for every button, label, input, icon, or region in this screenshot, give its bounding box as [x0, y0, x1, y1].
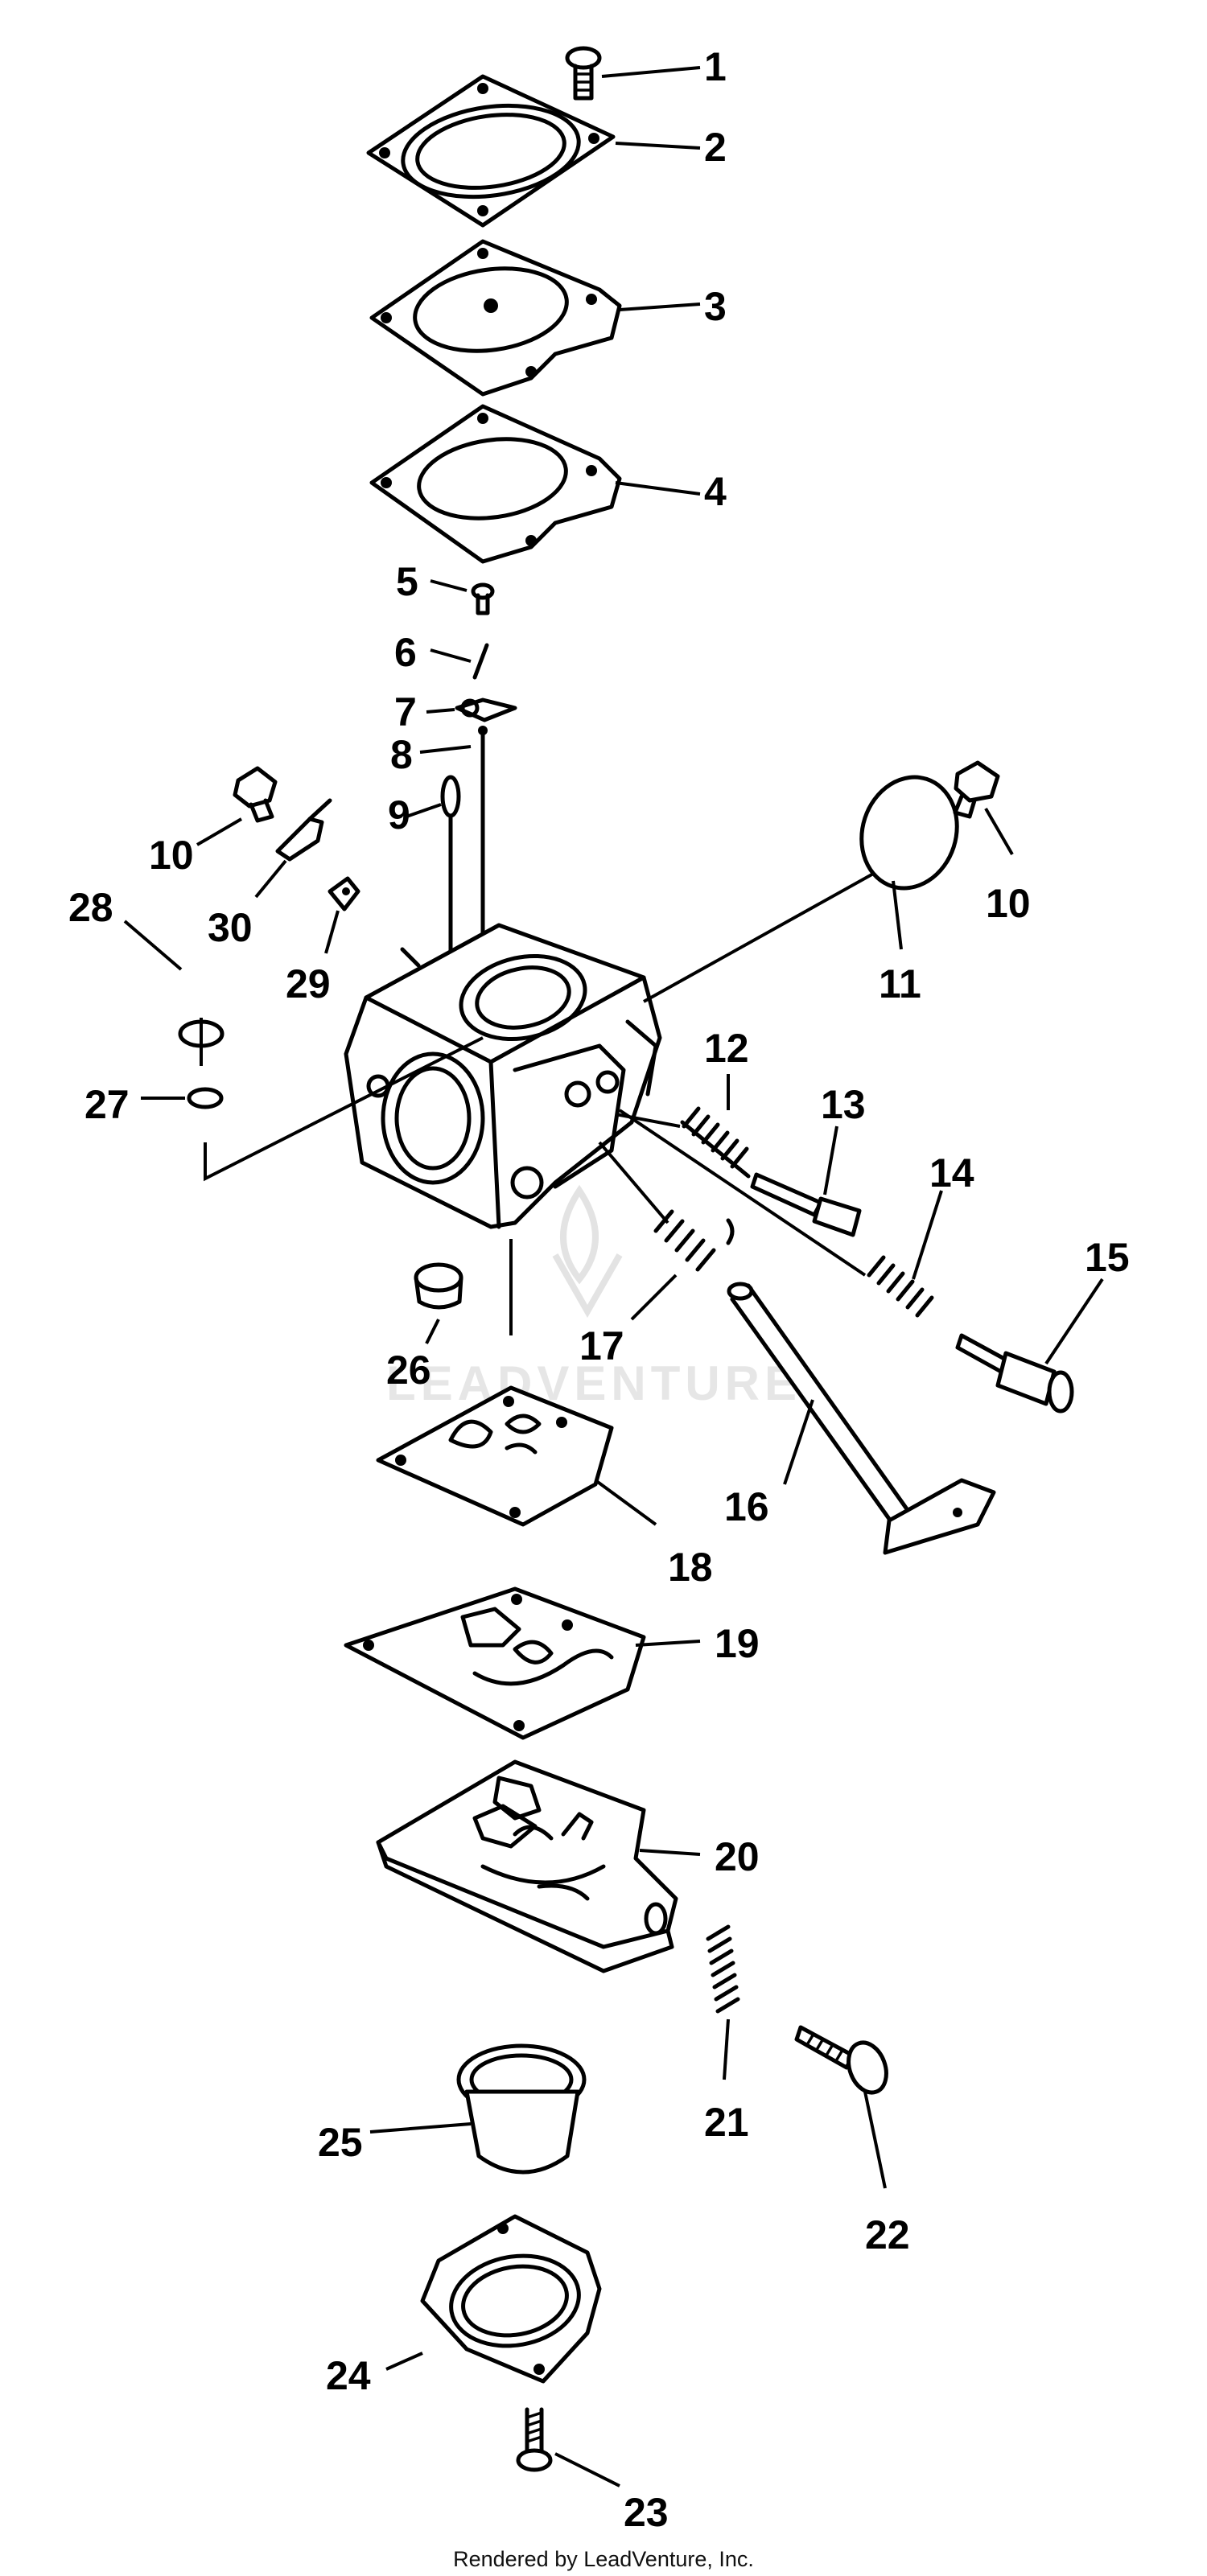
watermark: LEADVENTURE	[386, 1184, 801, 1410]
callout-11: 11	[879, 961, 921, 1006]
part-24-gasket	[385, 2214, 602, 2384]
part-21-spring	[706, 1924, 740, 2080]
part-25-cup	[369, 2043, 587, 2175]
callout-24: 24	[326, 2353, 371, 2398]
watermark-text: LEADVENTURE	[386, 1356, 801, 1410]
callout-6: 6	[394, 630, 417, 675]
callout-3: 3	[704, 284, 727, 329]
callout-7: 7	[394, 689, 417, 735]
part-7-lever	[426, 697, 517, 722]
part-23-screw	[516, 2407, 620, 2488]
part-15-needle-screw	[955, 1278, 1104, 1414]
part-30-clip	[254, 798, 332, 899]
callout-16: 16	[724, 1484, 769, 1529]
callout-17: 17	[579, 1323, 624, 1368]
part-18-gasket	[376, 1385, 657, 1527]
part-2-cover-plate	[366, 74, 701, 228]
callout-21: 21	[704, 2100, 749, 2145]
part-17-spring	[598, 1141, 735, 1321]
callout-4: 4	[704, 469, 727, 514]
callout-23: 23	[624, 2490, 669, 2535]
callout-1: 1	[704, 44, 727, 89]
callout-30: 30	[208, 905, 253, 950]
part-14-spring	[618, 1109, 943, 1318]
callout-28: 28	[68, 885, 113, 930]
callout-18: 18	[668, 1545, 713, 1590]
part-27-washer	[141, 1087, 224, 1109]
callout-19: 19	[715, 1621, 760, 1666]
callout-2: 2	[704, 125, 727, 170]
callout-labels: 1 2 3 4 5 6 7 8 9 10 10 11 12 13 14 15 1…	[68, 44, 1130, 2535]
callout-27: 27	[84, 1082, 130, 1127]
part-20-cover	[376, 1759, 701, 1973]
part-19-gasket	[344, 1586, 701, 1740]
callout-15: 15	[1085, 1235, 1130, 1280]
part-10-screw-left	[196, 766, 278, 846]
callout-29: 29	[286, 961, 331, 1006]
part-9-spring	[406, 775, 461, 1016]
callout-26: 26	[386, 1348, 431, 1393]
callout-20: 20	[715, 1834, 760, 1879]
part-26-cap	[414, 1262, 463, 1344]
callout-10-right: 10	[986, 881, 1031, 926]
callout-5: 5	[396, 559, 418, 604]
part-5-screw	[430, 579, 495, 615]
callout-14: 14	[929, 1150, 974, 1195]
callout-22: 22	[865, 2212, 910, 2257]
part-12-spring	[615, 1074, 751, 1179]
part-13-needle-screw	[750, 1125, 862, 1237]
part-1-screw	[565, 46, 701, 101]
part-10-screw-right	[953, 760, 1014, 856]
part-16-shaft	[727, 1282, 996, 1555]
part-6-pin	[430, 643, 489, 680]
part-4-gasket	[369, 404, 701, 564]
part-22-screw	[794, 2025, 888, 2189]
footer-credit: Rendered by LeadVenture, Inc.	[453, 2547, 754, 2571]
part-3-diaphragm	[369, 239, 701, 397]
part-11-disc	[859, 775, 959, 950]
part-28-ring	[123, 920, 225, 1066]
callout-9: 9	[388, 792, 410, 837]
callout-25: 25	[318, 2120, 363, 2165]
part-carburetor-body	[204, 863, 890, 1335]
part-29-fitting	[324, 876, 360, 954]
callout-12: 12	[704, 1026, 749, 1071]
callout-13: 13	[821, 1082, 866, 1127]
callout-8: 8	[390, 732, 413, 777]
callout-10-left: 10	[149, 833, 194, 878]
